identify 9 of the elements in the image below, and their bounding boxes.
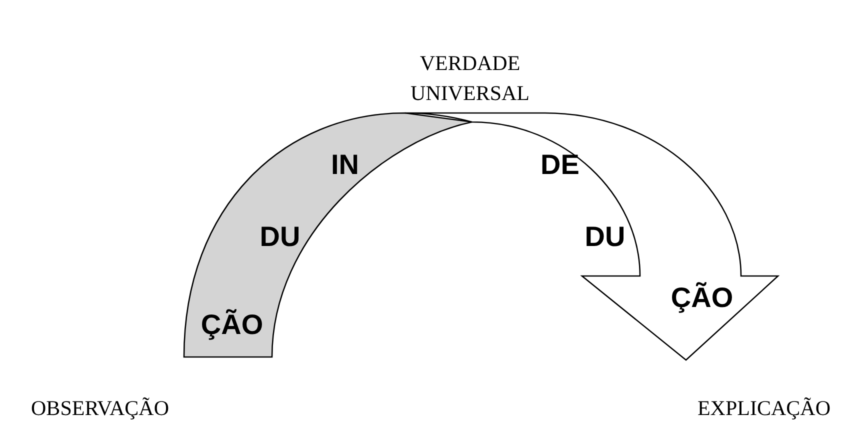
syllable-text: DE bbox=[540, 149, 580, 181]
top-label: VERDADE UNIVERSAL bbox=[410, 50, 530, 107]
syllable-text: ÇÃO bbox=[200, 309, 264, 341]
syllable-text: DU bbox=[260, 221, 300, 253]
syllable-text: IN bbox=[331, 149, 359, 181]
bottom-left-label: OBSERVAÇÃO bbox=[30, 395, 170, 422]
syllable-text: DU bbox=[584, 221, 626, 253]
bottom-right-label: EXPLICAÇÃO bbox=[696, 395, 832, 422]
syllable-text: ÇÃO bbox=[670, 282, 734, 314]
